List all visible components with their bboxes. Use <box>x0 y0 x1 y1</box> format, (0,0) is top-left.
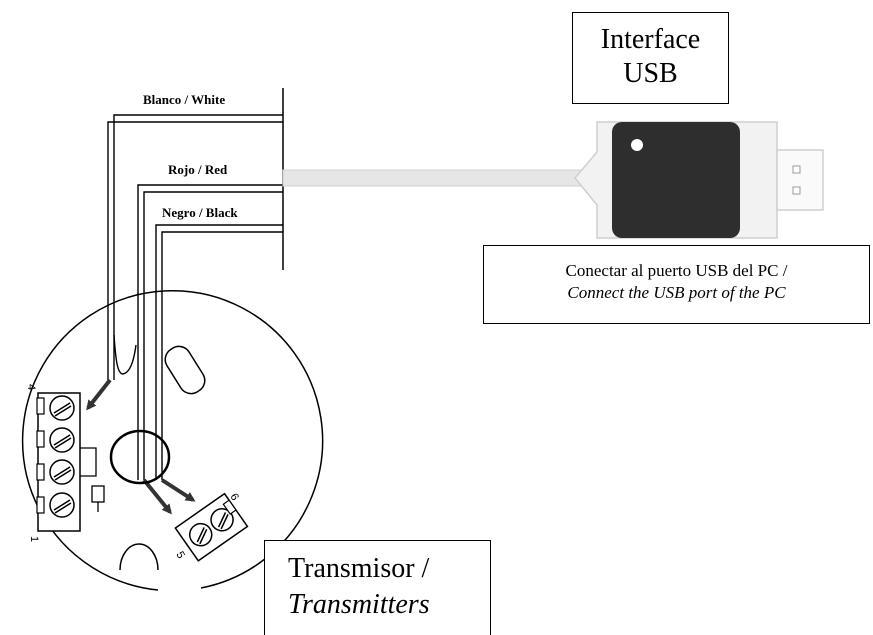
terminal-block-right <box>174 492 249 562</box>
arrow-icon <box>160 478 196 502</box>
usb-interface-icon <box>574 121 824 239</box>
usb-cable <box>282 169 609 187</box>
terminal-block-left: 4 1 <box>25 384 105 542</box>
usb-plug <box>776 149 824 211</box>
mounting-slot <box>164 345 206 395</box>
connect-instruction-box: Conectar al puerto USB del PC / Connect … <box>483 245 870 324</box>
connect-text-en: Connect the USB port of the PC <box>567 283 786 302</box>
wire-white <box>86 114 283 411</box>
wire-black <box>155 224 283 480</box>
wire-label-red: Rojo / Red <box>168 162 228 177</box>
wire-red <box>137 184 283 480</box>
terminal-number-1: 1 <box>28 536 40 542</box>
terminal-number-5: 5 <box>173 550 186 561</box>
wire-label-white: Blanco / White <box>143 92 226 107</box>
led-icon <box>631 139 643 151</box>
wire-label-black: Negro / Black <box>162 205 238 220</box>
transmitter-label-box: Transmisor / Transmitters <box>264 540 491 635</box>
interface-title: Interface <box>600 24 701 55</box>
terminal-number-6: 6 <box>227 492 240 503</box>
transmitter-text-es: Transmisor / <box>288 553 430 584</box>
transmitter-housing <box>21 289 324 591</box>
terminal-number-4: 4 <box>25 384 37 390</box>
highlight-circle <box>109 429 171 485</box>
transmitter-text-en: Transmitters <box>288 589 430 620</box>
interface-usb-label-box: Interface USB <box>572 12 729 104</box>
arrow-icon <box>86 378 112 411</box>
interface-subtitle: USB <box>623 58 678 89</box>
connect-text-es: Conectar al puerto USB del PC / <box>565 261 788 280</box>
arrow-icon <box>142 478 172 515</box>
